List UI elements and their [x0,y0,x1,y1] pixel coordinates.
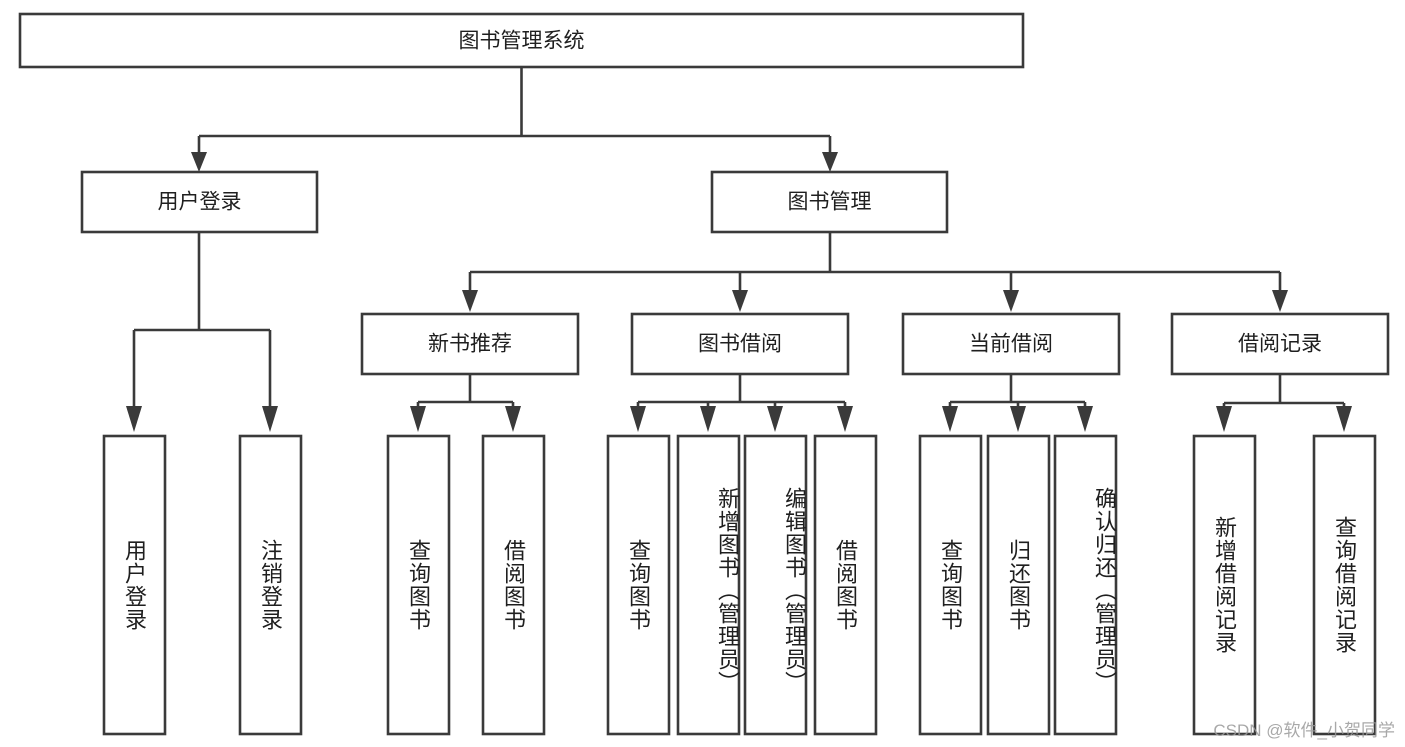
node-book-borrow-label: 图书借阅 [698,333,782,356]
node-current-borrow-label: 当前借阅 [969,333,1053,356]
leaf-box-user-login[interactable] [102,434,167,736]
arrow-to-new-book-recommend [462,290,478,312]
node-current-borrow[interactable] [901,312,1121,376]
node-book-management-label: 图书管理 [788,191,872,214]
leaf-box-query-book-borrow[interactable] [606,434,671,736]
node-user-login[interactable] [80,170,319,234]
arrow-to-book-management [822,152,838,172]
node-new-book-recommend[interactable] [360,312,580,376]
node-book-borrow[interactable] [630,312,850,376]
arrow-to-leaf-logout [262,406,278,432]
leaf-box-add-borrow-record[interactable] [1192,434,1257,736]
arrow-to-book-borrow [732,290,748,312]
node-book-management[interactable] [710,170,949,234]
watermark-text: CSDN @软件_小贺同学 [1213,721,1395,740]
node-root[interactable] [18,12,1025,69]
leaf-box-borrow-book-rec[interactable] [481,434,546,736]
leaf-box-add-book-admin[interactable] [676,434,741,736]
node-borrow-record-label: 借阅记录 [1238,333,1322,356]
node-borrow-record[interactable] [1170,312,1390,376]
leaf-box-query-book-current[interactable] [918,434,983,736]
connector-book-borrow-to-leaves [630,374,853,432]
connector-current-borrow-to-leaves [942,374,1093,432]
node-user-login-label: 用户登录 [158,191,242,214]
connector-root-to-level1 [191,67,838,172]
connector-new-book-recommend-to-leaves [410,374,521,432]
arrow-to-user-login [191,152,207,172]
arrow-to-borrow-record [1272,290,1288,312]
arrow-to-leaf-user-login [126,406,142,432]
leaf-box-confirm-return-admin[interactable] [1053,434,1118,736]
leaf-box-query-borrow-record[interactable] [1312,434,1377,736]
leaf-box-borrow-book[interactable] [813,434,878,736]
leaf-box-edit-book-admin[interactable] [743,434,808,736]
leaf-box-query-book-rec[interactable] [386,434,451,736]
leaf-box-return-book[interactable] [986,434,1051,736]
connector-user-login-to-leaves [126,232,278,432]
node-root-label: 图书管理系统 [459,30,585,53]
node-new-book-recommend-label: 新书推荐 [428,333,512,356]
leaf-box-logout[interactable] [238,434,303,736]
connector-book-management-to-level2 [462,232,1288,312]
arrow-to-current-borrow [1003,290,1019,312]
connector-borrow-record-to-leaves [1216,374,1352,432]
